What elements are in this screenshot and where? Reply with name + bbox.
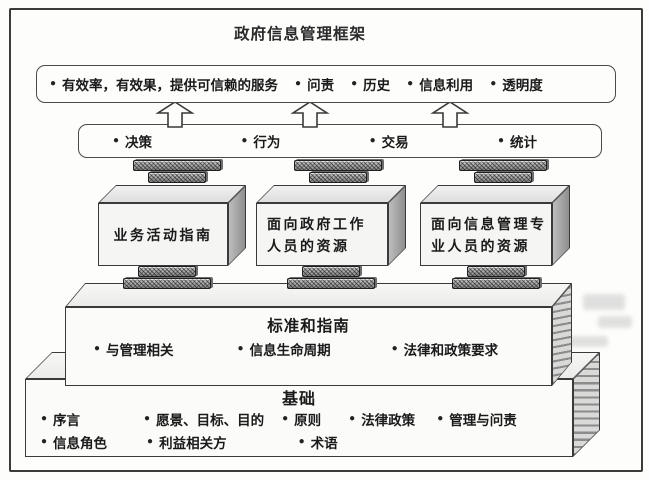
box-business-activity-guide: 业务活动指南 — [98, 203, 228, 266]
box-im-professional-resources: 面向信息管理专 业人员的资源 — [420, 203, 552, 266]
bullet-icon: ● — [50, 78, 57, 89]
list-item: ●有效率，有效果，提供可信赖的服务 — [50, 78, 279, 93]
bullet-icon: ● — [391, 343, 398, 354]
connector-bar — [294, 160, 382, 171]
list-item: ●信息利用 — [407, 78, 474, 93]
list-item: ●原则 — [282, 413, 322, 428]
list-item: ●信息生命周期 — [237, 343, 331, 358]
list-item: ●利益相关方 — [147, 436, 227, 451]
scan-artifact — [583, 294, 625, 310]
list-item: ●法律政策 — [349, 413, 416, 428]
bullet-icon: ● — [407, 78, 414, 89]
up-arrow-icon — [430, 101, 470, 128]
foundation-title: 基础 — [281, 391, 316, 408]
outcomes-pill: ●有效率，有效果，提供可信赖的服务 ●问责 ●历史 ●信息利用 ●透明度 — [36, 65, 616, 103]
bullet-icon: ● — [497, 135, 504, 146]
standards-row: ●与管理相关 ●信息生命周期 ●法律和政策要求 — [94, 339, 498, 359]
bullet-icon: ● — [369, 135, 376, 146]
connector-bar — [302, 266, 360, 277]
up-arrows — [155, 101, 470, 128]
connector-bar — [123, 278, 211, 289]
box-top-face — [98, 185, 246, 203]
connector-bar — [452, 278, 540, 289]
box-top-face — [420, 185, 570, 203]
list-item: ●历史 — [351, 78, 391, 93]
bullet-icon: ● — [237, 343, 244, 354]
bullet-icon: ● — [241, 135, 248, 146]
connector-bar — [133, 160, 221, 171]
up-arrow-icon — [290, 101, 330, 128]
list-item: ●交易 — [369, 135, 409, 150]
list-item: ●问责 — [295, 78, 335, 93]
list-item: ●与管理相关 — [94, 343, 174, 358]
connector-bar — [309, 172, 367, 183]
list-item: ●信息角色 — [41, 436, 108, 451]
list-item: ●统计 — [497, 135, 537, 150]
connector-bar — [467, 266, 525, 277]
connector-bar — [287, 278, 375, 289]
connector-bar — [459, 160, 547, 171]
bullet-icon: ● — [282, 413, 289, 424]
list-item: ●管理与问责 — [437, 413, 517, 428]
list-item: ●术语 — [298, 436, 338, 451]
box-gov-staff-resources: 面向政府工作 人员的资源 — [256, 203, 388, 266]
bullet-icon: ● — [147, 436, 154, 447]
bullet-icon: ● — [437, 413, 444, 424]
bullet-icon: ● — [295, 78, 302, 89]
bullet-icon: ● — [298, 436, 305, 447]
list-item: ●法律和政策要求 — [391, 343, 499, 358]
connector-bar — [474, 172, 532, 183]
bullet-icon: ● — [41, 436, 48, 447]
bullet-icon: ● — [349, 413, 356, 424]
bullet-icon: ● — [490, 78, 497, 89]
standards-title: 标准和指南 — [267, 318, 350, 335]
list-item: ●决策 — [113, 135, 153, 150]
bullet-icon: ● — [41, 413, 48, 424]
connector-bar — [148, 172, 206, 183]
page-title: 政府信息管理框架 — [233, 26, 366, 43]
list-item: ●行为 — [241, 135, 281, 150]
list-item: ●序言 — [41, 413, 81, 428]
foundation-platform: 基础 ●序言 ●愿景、目标、目的 ●原则 ●法律政策 ●管理与问责 ●信息角色 … — [25, 379, 573, 457]
bullet-icon: ● — [94, 343, 101, 354]
box-top-face — [256, 185, 406, 203]
list-item: ●透明度 — [490, 78, 543, 93]
bullet-icon: ● — [113, 135, 120, 146]
foundation-row-2: ●信息角色 ●利益相关方 ●术语 — [41, 432, 338, 452]
activities-pill: ●决策 ●行为 ●交易 ●统计 — [78, 124, 602, 158]
standards-platform: 标准和指南 ●与管理相关 ●信息生命周期 ●法律和政策要求 — [65, 307, 552, 386]
connector-bar — [138, 266, 196, 277]
bullet-icon: ● — [144, 413, 151, 424]
bullet-icon: ● — [351, 78, 358, 89]
up-arrow-icon — [155, 101, 195, 128]
foundation-row-1: ●序言 ●愿景、目标、目的 ●原则 ●法律政策 ●管理与问责 — [41, 409, 517, 429]
list-item: ●愿景、目标、目的 — [144, 413, 265, 428]
scan-artifact — [598, 316, 632, 328]
scan-artifact — [560, 336, 608, 347]
